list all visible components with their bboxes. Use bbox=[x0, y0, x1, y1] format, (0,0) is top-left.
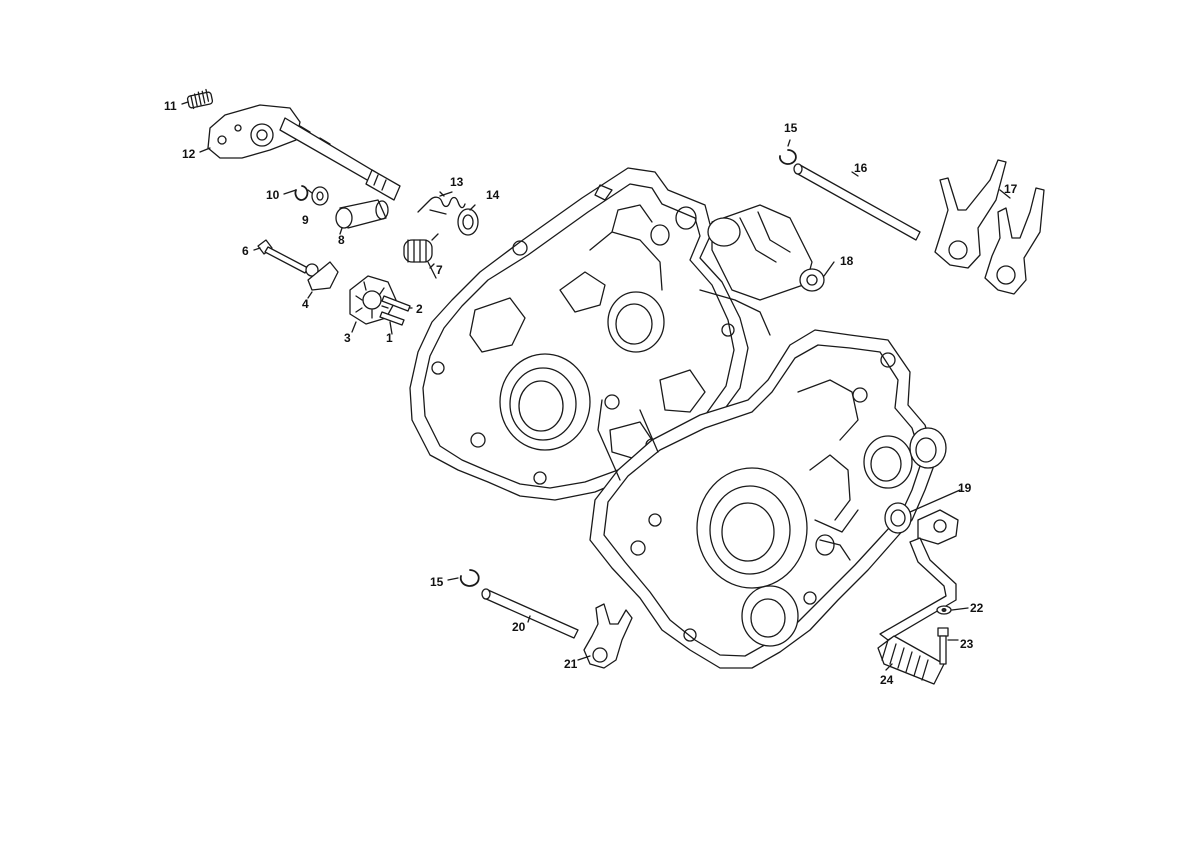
part-4-plate bbox=[305, 261, 339, 291]
part-11-spring bbox=[186, 88, 214, 110]
callout-20: 20 bbox=[512, 620, 526, 634]
part-3-selector-star bbox=[349, 275, 397, 325]
callout-13: 13 bbox=[450, 175, 464, 189]
part-21-shift-fork bbox=[583, 603, 633, 669]
part-15-circlip-bottom bbox=[459, 569, 480, 587]
part-6-bolt bbox=[257, 239, 309, 274]
callout-23: 23 bbox=[960, 637, 974, 651]
part-24-kickstart-lever bbox=[877, 509, 959, 685]
part-12-selector-shaft bbox=[207, 104, 401, 201]
callout-15-top: 15 bbox=[784, 121, 798, 135]
part-7-spring bbox=[403, 233, 439, 279]
callout-17: 17 bbox=[1004, 182, 1018, 196]
part-13-spring bbox=[417, 191, 466, 215]
part-9-washer bbox=[311, 186, 329, 206]
callout-22: 22 bbox=[970, 601, 984, 615]
callout-4: 4 bbox=[302, 297, 309, 311]
callout-21: 21 bbox=[564, 657, 578, 671]
part-10-circlip bbox=[294, 185, 309, 201]
callout-12: 12 bbox=[182, 147, 196, 161]
callout-7: 7 bbox=[436, 263, 443, 277]
callout-10: 10 bbox=[266, 188, 280, 202]
callout-2: 2 bbox=[416, 302, 423, 316]
callout-19: 19 bbox=[958, 481, 972, 495]
callout-14: 14 bbox=[486, 188, 500, 202]
callout-16: 16 bbox=[854, 161, 868, 175]
part-8-bushing bbox=[335, 199, 389, 229]
callout-8: 8 bbox=[338, 233, 345, 247]
callout-9: 9 bbox=[302, 213, 309, 227]
callout-24: 24 bbox=[880, 673, 894, 687]
callout-3: 3 bbox=[344, 331, 351, 345]
part-23-bolt bbox=[937, 627, 949, 665]
part-22-washer bbox=[936, 605, 952, 615]
part-17-shift-forks bbox=[934, 159, 1045, 295]
part-18-shift-drum bbox=[707, 204, 825, 301]
part-19-seal bbox=[884, 502, 912, 534]
callout-labels: 1 2 3 4 6 7 8 9 10 11 12 13 14 15 16 17 … bbox=[164, 99, 1018, 687]
callout-11: 11 bbox=[164, 99, 177, 113]
callout-1: 1 bbox=[386, 331, 393, 345]
callout-6: 6 bbox=[242, 244, 249, 258]
part-16-fork-shaft bbox=[793, 163, 921, 241]
leader-lines bbox=[181, 101, 1011, 671]
callout-15-bottom: 15 bbox=[430, 575, 444, 589]
part-15-circlip-top bbox=[779, 149, 797, 165]
right-crankcase-half bbox=[589, 329, 947, 669]
part-20-shaft bbox=[481, 588, 579, 639]
part-14-washer bbox=[457, 208, 479, 236]
callout-18: 18 bbox=[840, 254, 854, 268]
part-1-2-pins bbox=[379, 295, 411, 326]
left-crankcase-half bbox=[409, 167, 771, 501]
